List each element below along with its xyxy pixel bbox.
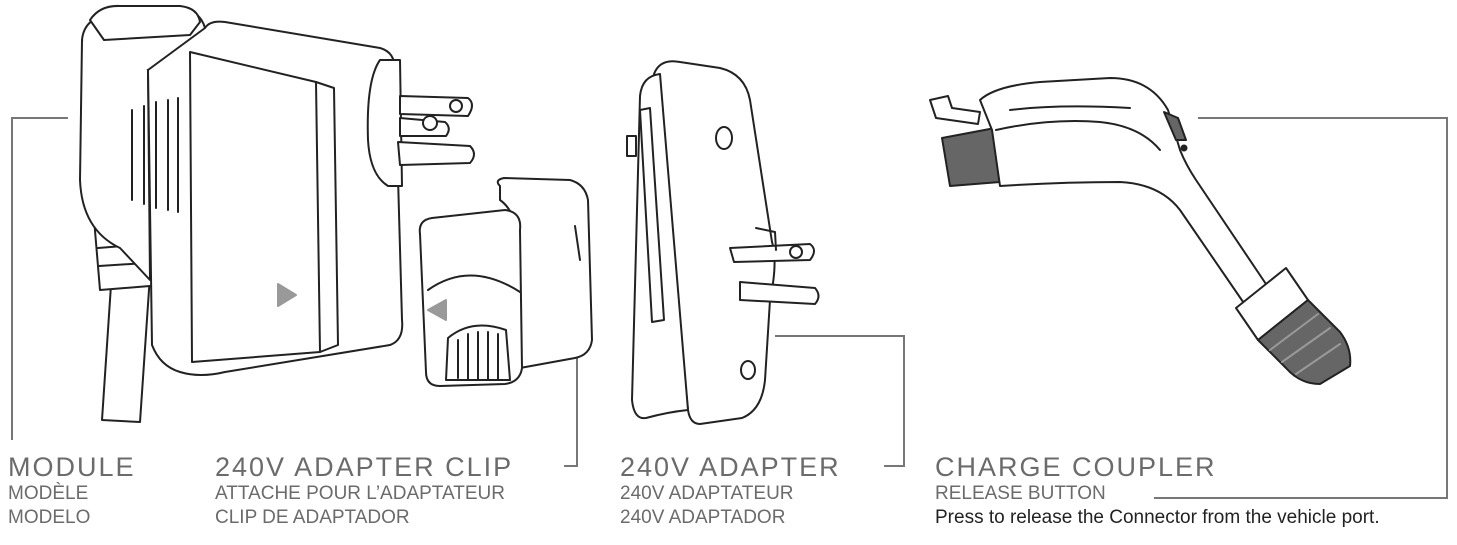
- adapter-clip-title-es: CLIP DE ADAPTADOR: [215, 506, 513, 530]
- module-illustration: [80, 6, 474, 422]
- adapter-clip-leader-line: [564, 350, 577, 466]
- adapter-title: 240V ADAPTER: [620, 452, 841, 482]
- module-label: MODULE MODÈLE MODELO: [8, 452, 136, 530]
- module-title-es: MODELO: [8, 506, 136, 530]
- adapter-clip-title: 240V ADAPTER CLIP: [215, 452, 513, 482]
- adapter-illustration: [627, 61, 819, 424]
- release-button-description: Press to release the Connector from the …: [935, 506, 1380, 530]
- charge-coupler-illustration: [930, 78, 1350, 384]
- module-leader-line: [12, 118, 68, 440]
- adapter-title-es: 240V ADAPTADOR: [620, 506, 841, 530]
- module-title-fr: MODÈLE: [8, 482, 136, 506]
- adapter-title-fr: 240V ADAPTATEUR: [620, 482, 841, 506]
- adapter-clip-illustration: [420, 178, 592, 386]
- adapter-clip-label: 240V ADAPTER CLIP ATTACHE POUR L’ADAPTAT…: [215, 452, 513, 530]
- module-title: MODULE: [8, 452, 136, 482]
- adapter-clip-title-fr: ATTACHE POUR L’ADAPTATEUR: [215, 482, 513, 506]
- coupler-label: CHARGE COUPLER RELEASE BUTTON Press to r…: [935, 452, 1380, 530]
- adapter-leader-line: [775, 336, 904, 466]
- coupler-title: CHARGE COUPLER: [935, 452, 1380, 482]
- adapter-label: 240V ADAPTER 240V ADAPTATEUR 240V ADAPTA…: [620, 452, 841, 530]
- release-button-label: RELEASE BUTTON: [935, 482, 1380, 506]
